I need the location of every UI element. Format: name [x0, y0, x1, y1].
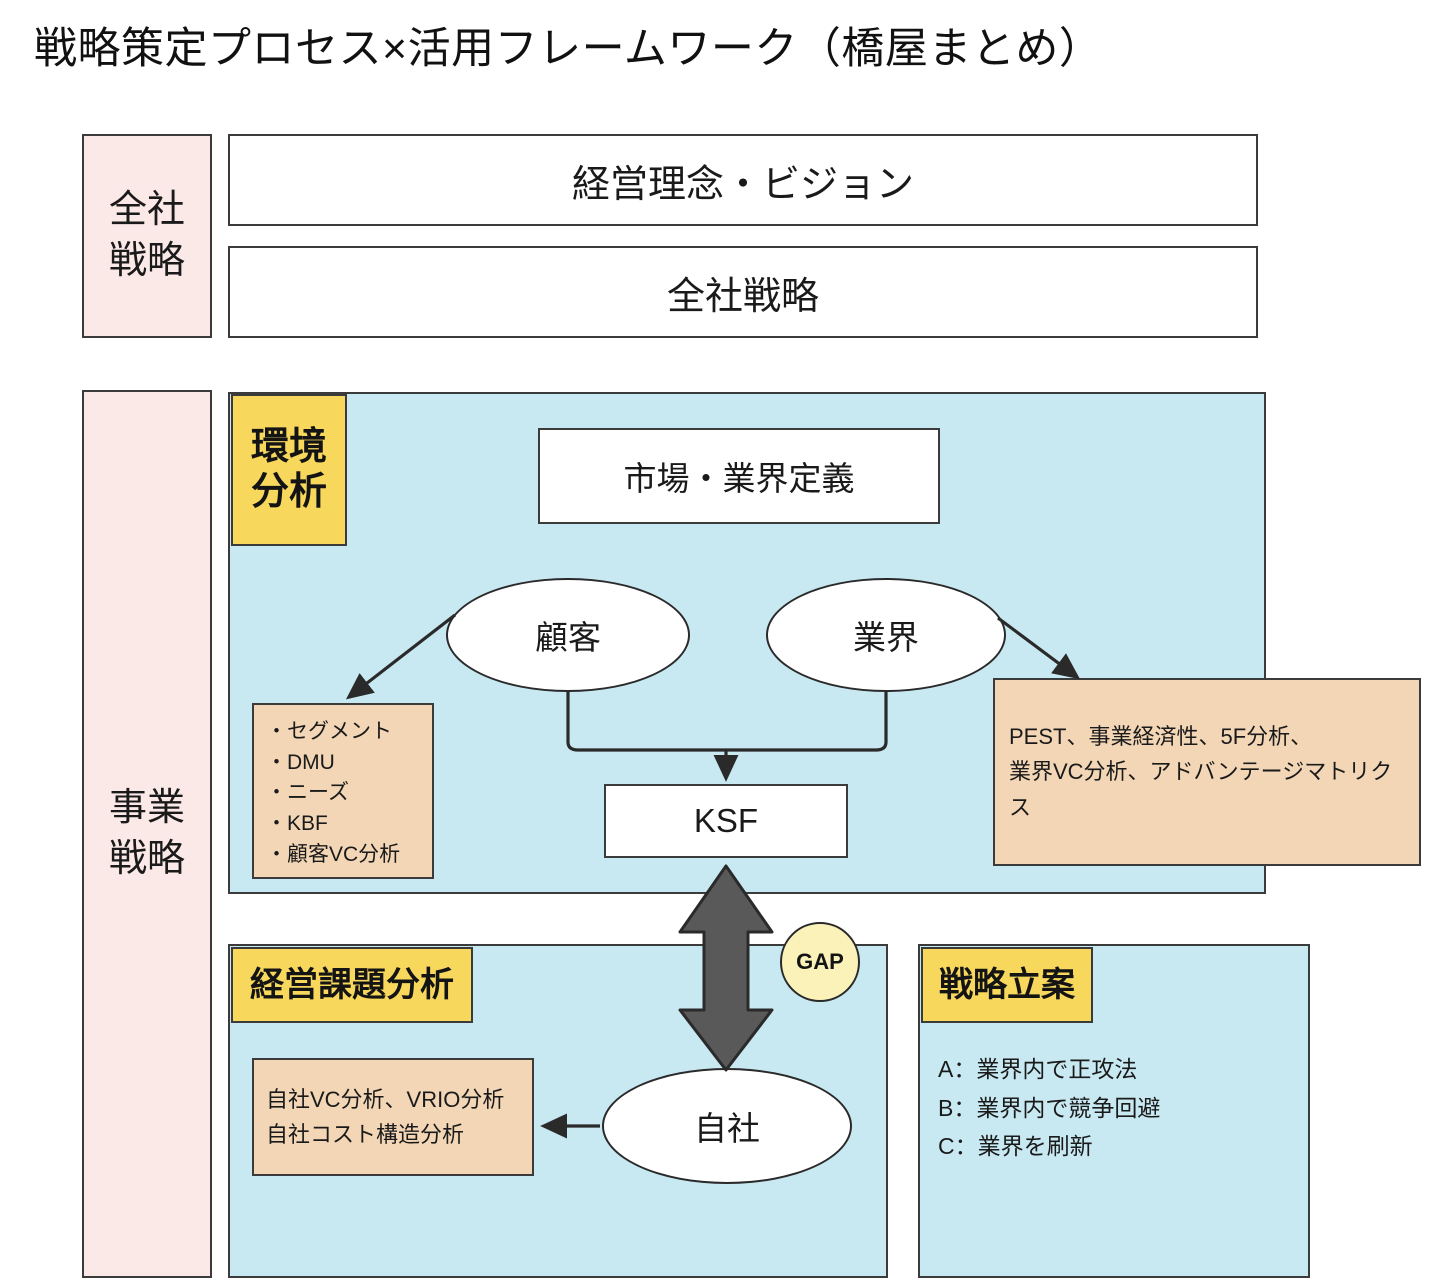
customer-framework-item: ・顧客VC分析	[266, 842, 401, 866]
box-ksf: KSF	[604, 784, 848, 858]
rail-corporate-line-1: 全社	[108, 188, 185, 231]
box-management-vision: 経営理念・ビジョン	[228, 134, 1258, 226]
box-industry-frameworks: PEST、事業経済性、5F分析、 業界VC分析、アドバンテージマトリクス	[993, 678, 1421, 866]
rail-business-line-1: 事業	[108, 786, 185, 829]
strategy-option-c: C：業界を刷新	[938, 1133, 1093, 1160]
list-strategy-options: A：業界内で正攻法 B：業界内で競争回避 C：業界を刷新	[938, 1050, 1298, 1166]
strategy-option-b: B：業界内で競争回避	[938, 1094, 1161, 1121]
rail-business-line-2: 戦略	[108, 838, 185, 880]
badge-environment-line-2: 分析	[250, 471, 327, 513]
box-own-company-frameworks: 自社VC分析、VRIO分析 自社コスト構造分析	[252, 1058, 534, 1176]
industry-framework-line-2: 業界VC分析、アドバンテージマトリクス	[1009, 759, 1393, 820]
node-own-company: 自社	[602, 1068, 852, 1184]
customer-framework-item: ・DMU	[266, 750, 335, 774]
customer-framework-item: ・KBF	[266, 811, 328, 835]
box-market-industry-definition: 市場・業界定義	[538, 428, 940, 524]
own-framework-line-1: 自社VC分析、VRIO分析	[266, 1086, 505, 1112]
badge-issue-analysis: 経営課題分析	[231, 947, 473, 1023]
industry-framework-line-1: PEST、事業経済性、5F分析、	[1009, 723, 1313, 749]
page-title: 戦略策定プロセス×活用フレームワーク（橋屋まとめ）	[34, 25, 1103, 73]
customer-framework-item: ・セグメント	[266, 720, 392, 743]
node-industry: 業界	[766, 578, 1006, 692]
box-customer-frameworks: ・セグメント ・DMU ・ニーズ ・KBF ・顧客VC分析	[252, 703, 434, 879]
customer-framework-item: ・ニーズ	[266, 781, 349, 805]
node-customer: 顧客	[446, 578, 690, 692]
badge-strategy-planning: 戦略立案	[921, 947, 1093, 1023]
badge-environment-analysis: 環境 分析	[231, 394, 347, 546]
own-framework-line-2: 自社コスト構造分析	[266, 1122, 465, 1147]
gap-badge: GAP	[780, 922, 860, 1002]
box-corporate-strategy: 全社戦略	[228, 246, 1258, 338]
rail-label-corporate-strategy: 全社 戦略	[82, 134, 212, 338]
rail-corporate-line-2: 戦略	[108, 240, 185, 282]
rail-label-business-strategy: 事業 戦略	[82, 390, 212, 1278]
badge-environment-line-1: 環境	[250, 426, 327, 469]
strategy-option-a: A：業界内で正攻法	[938, 1056, 1138, 1082]
